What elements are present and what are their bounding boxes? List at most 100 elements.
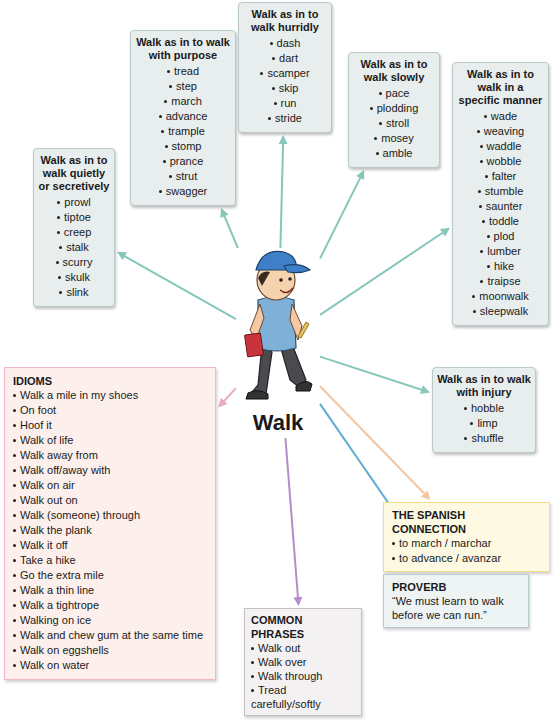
- word-box: Walk as in to walk with injuryhobblelimp…: [432, 367, 536, 453]
- list-item: falter: [457, 169, 544, 184]
- list-item: moonwalk: [457, 289, 544, 304]
- arrow-head: [421, 490, 430, 500]
- box-heading: PROVERB: [392, 580, 520, 594]
- arrow-head: [420, 385, 430, 394]
- list-item: Walk on eggshells: [13, 643, 207, 658]
- idioms-box: IDIOMSWalk a mile in my shoesOn footHoof…: [4, 367, 216, 680]
- title-word: Walk: [238, 250, 318, 436]
- list-item: swagger: [135, 184, 231, 199]
- arrow-head: [440, 228, 450, 237]
- list-item: Walk over: [251, 655, 355, 669]
- list-item: prance: [135, 154, 231, 169]
- box-heading: Walk as in to walk slowly: [353, 58, 435, 84]
- connector-line: [320, 357, 422, 390]
- arrow-head: [117, 252, 127, 260]
- list-item: skip: [243, 81, 327, 96]
- list-item: run: [243, 96, 327, 111]
- list-item: dart: [243, 51, 327, 66]
- list-item: Tread carefully/softly: [251, 683, 355, 711]
- arrow-head: [279, 135, 288, 144]
- list-item: mosey: [353, 131, 435, 146]
- list-item: stride: [243, 111, 327, 126]
- list-item: wade: [457, 109, 544, 124]
- list-item: limp: [437, 416, 531, 431]
- phrases-box: COMMON PHRASESWalk outWalk overWalk thro…: [244, 608, 362, 716]
- connector-line: [224, 215, 238, 248]
- title-text: Walk: [253, 410, 304, 436]
- list-item: amble: [353, 146, 435, 161]
- arrow-head: [293, 597, 302, 606]
- list-item: trample: [135, 124, 231, 139]
- list-item: Walk out: [251, 641, 355, 655]
- list-item: Walk and chew gum at the same time: [13, 628, 207, 643]
- list-item: stalk: [38, 240, 110, 255]
- list-item: Hoof it: [13, 418, 207, 433]
- box-heading: COMMON PHRASES: [251, 613, 355, 641]
- arrow-head: [356, 170, 364, 180]
- list-item: sleepwalk: [457, 304, 544, 319]
- list-item: plod: [457, 229, 544, 244]
- list-item: Walk out on: [13, 493, 207, 508]
- list-item: march: [135, 94, 231, 109]
- list-item: Walk the plank: [13, 523, 207, 538]
- list-item: lumber: [457, 244, 544, 259]
- list-item: to advance / avanzar: [392, 551, 541, 566]
- list-item: saunter: [457, 199, 544, 214]
- connector-line: [320, 386, 425, 494]
- list-item: Walk of life: [13, 433, 207, 448]
- list-item: On foot: [13, 403, 207, 418]
- box-heading: Walk as in to walk quietly or secretivel…: [38, 154, 110, 193]
- connector-arrow: [218, 388, 236, 407]
- list-item: Walking on ice: [13, 613, 207, 628]
- list-item: Walk through: [251, 669, 355, 683]
- list-item: prowl: [38, 195, 110, 210]
- connector-arrow: [320, 357, 430, 394]
- connector-line: [223, 388, 236, 401]
- proverb-text: “We must learn to walk before we can run…: [392, 594, 520, 622]
- connector-line: [280, 143, 283, 248]
- list-item: slink: [38, 285, 110, 300]
- connector-arrow: [320, 170, 364, 259]
- word-box: Walk as in to walk hurridlydashdartscamp…: [238, 2, 332, 133]
- list-item: Walk it off: [13, 538, 207, 553]
- proverb-box: PROVERB“We must learn to walk before we …: [383, 574, 529, 628]
- list-item: waddle: [457, 139, 544, 154]
- list-item: pace: [353, 86, 435, 101]
- list-item: Walk a thin line: [13, 583, 207, 598]
- word-box: Walk as in to walk in a specific mannerw…: [452, 62, 549, 326]
- list-item: creep: [38, 225, 110, 240]
- connector-line: [124, 256, 236, 319]
- box-heading: Walk as in to walk hurridly: [243, 8, 327, 34]
- list-item: Walk a tightrope: [13, 598, 207, 613]
- list-item: stomp: [135, 139, 231, 154]
- spanish-box: THE SPANISH CONNECTIONto march / marchar…: [383, 502, 550, 572]
- list-item: toddle: [457, 214, 544, 229]
- connector-line: [285, 438, 298, 598]
- list-item: Walk on air: [13, 478, 207, 493]
- box-heading: THE SPANISH CONNECTION: [392, 508, 541, 536]
- list-item: to march / marchar: [392, 536, 541, 551]
- list-item: strut: [135, 169, 231, 184]
- list-item: hike: [457, 259, 544, 274]
- list-item: step: [135, 79, 231, 94]
- list-item: Walk a mile in my shoes: [13, 388, 207, 403]
- list-item: tiptoe: [38, 210, 110, 225]
- list-item: plodding: [353, 101, 435, 116]
- connector-line: [320, 177, 361, 258]
- word-box: Walk as in to walk quietly or secretivel…: [33, 148, 115, 307]
- list-item: Walk off/away with: [13, 463, 207, 478]
- list-item: advance: [135, 109, 231, 124]
- list-item: traipse: [457, 274, 544, 289]
- arrow-head: [218, 398, 227, 408]
- connector-arrow: [320, 228, 450, 315]
- word-box: Walk as in to walk with purposetreadstep…: [130, 30, 236, 206]
- connector-arrow: [117, 252, 236, 319]
- list-item: stroll: [353, 116, 435, 131]
- list-item: Take a hike: [13, 553, 207, 568]
- list-item: Walk (someone) through: [13, 508, 207, 523]
- list-item: Walk away from: [13, 448, 207, 463]
- list-item: skulk: [38, 270, 110, 285]
- connector-arrow: [285, 438, 302, 606]
- list-item: tread: [135, 64, 231, 79]
- list-item: hobble: [437, 401, 531, 416]
